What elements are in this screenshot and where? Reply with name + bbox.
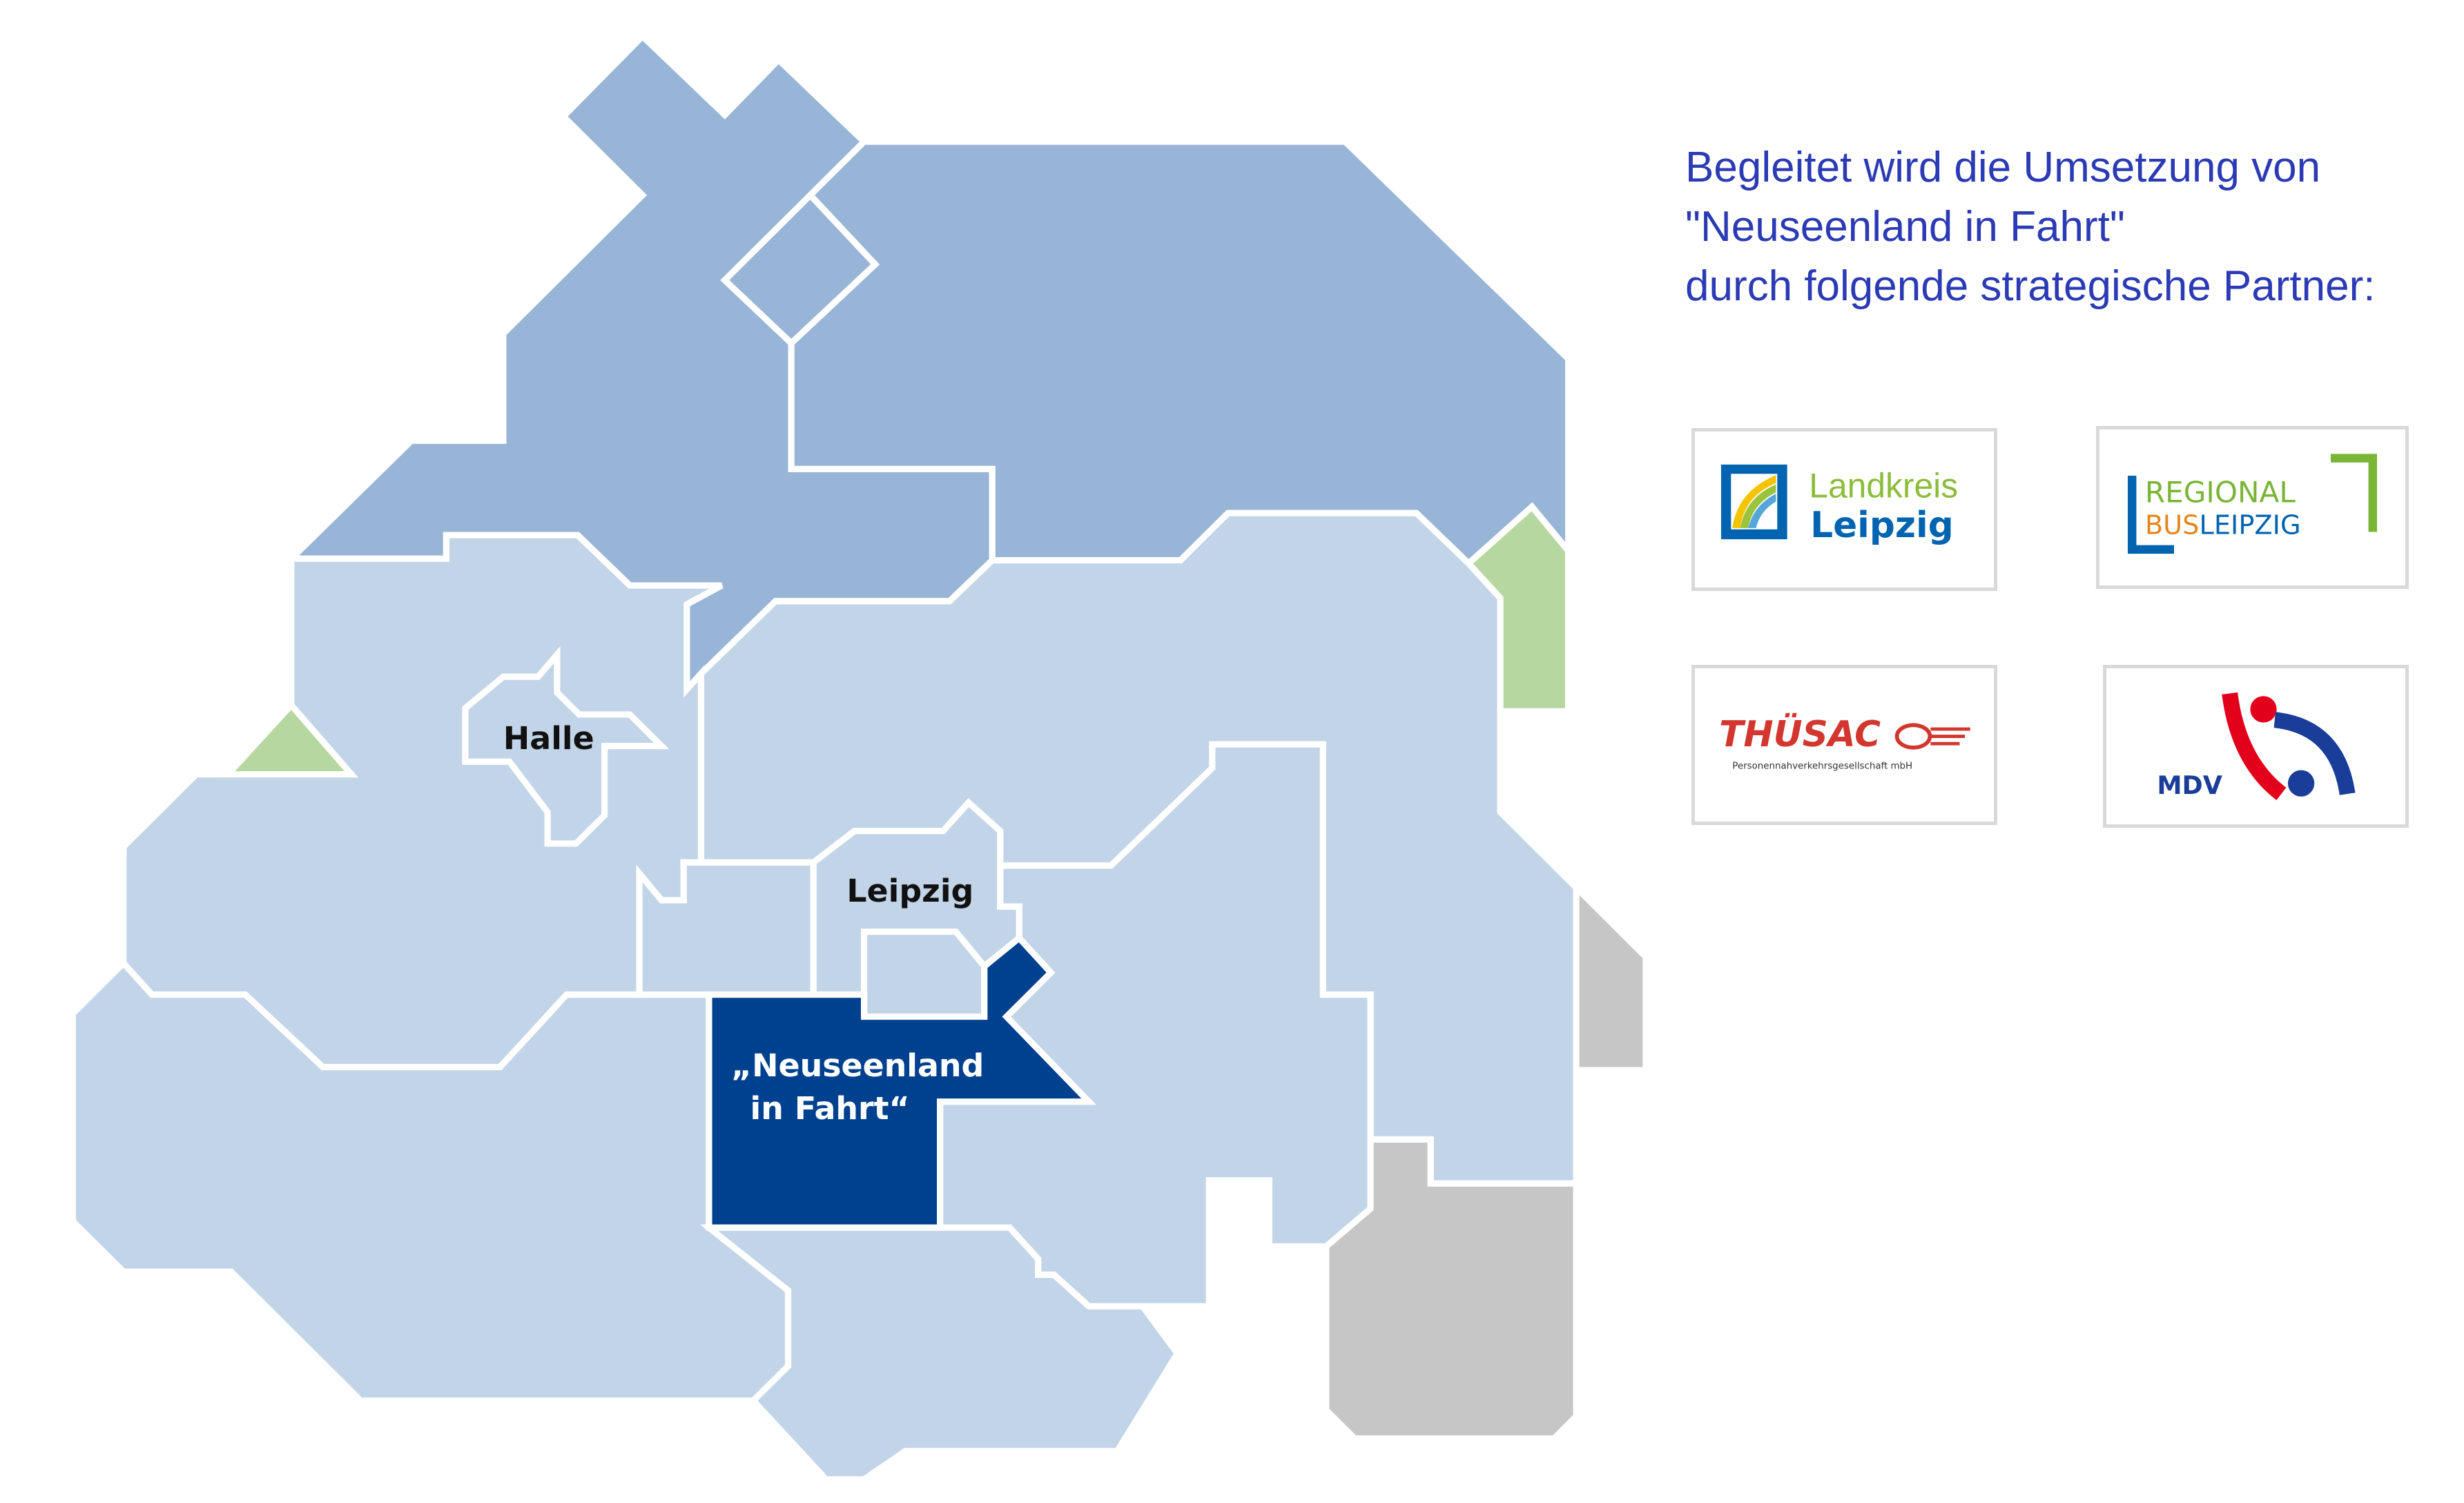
partner-thuesac[interactable]: THÜSAC Personennahverkehrsgesellschaft m…	[1691, 665, 1997, 825]
region-saalekreis[interactable]	[120, 532, 724, 1071]
region-green-east[interactable]	[1464, 502, 1572, 715]
thuesac-emblem-icon	[1894, 723, 1932, 750]
regional-word: REGIONAL	[2145, 475, 2296, 509]
intro-line-2: "Neuseenland in Fahrt"	[1685, 203, 2125, 251]
partner-regionalbus-leipzig[interactable]: REGIONAL BUSLEIPZIG	[2096, 426, 2409, 589]
landkreis-leipzig-logo: Landkreis Leipzig	[1720, 464, 1958, 546]
intro-line-1: Begleitet wird die Umsetzung von	[1685, 144, 2321, 191]
regionalbus-logo: REGIONAL BUSLEIPZIG	[2127, 454, 2378, 554]
mdv-logo: MDV	[2157, 692, 2356, 801]
region-north-enclave[interactable]	[720, 191, 880, 348]
partner-landkreis-leipzig[interactable]: Landkreis Leipzig	[1691, 428, 1997, 591]
region-halle[interactable]	[462, 646, 670, 847]
landkreis-word: Landkreis	[1809, 467, 1958, 505]
region-map: Halle Leipzig „Neuseenland in Fahrt“	[72, 36, 1649, 1483]
intro-line-3: durch folgende strategische Partner:	[1685, 262, 2376, 310]
region-neuseenland[interactable]	[706, 933, 1096, 1231]
region-green-west[interactable]	[220, 700, 358, 778]
region-leipzig-south[interactable]	[860, 928, 988, 1020]
region-south[interactable]	[699, 1224, 1181, 1483]
leipzig-word: Leipzig	[1810, 505, 1954, 546]
region-gray-south-east[interactable]	[1323, 1136, 1580, 1442]
label-halle: Halle	[503, 720, 594, 757]
busleipzig-word: BUSLEIPZIG	[2145, 510, 2301, 541]
label-neuseenland-line2: in Fahrt“	[750, 1090, 910, 1127]
region-gray-east[interactable]	[1573, 880, 1649, 1074]
thuesac-word: THÜSAC	[1719, 712, 1881, 755]
thuesac-logo: THÜSAC Personennahverkehrsgesellschaft m…	[1719, 712, 1970, 771]
mdv-red-dot-icon	[2250, 696, 2277, 723]
mdv-word: MDV	[2157, 770, 2222, 800]
intro-text: Begleitet wird die Umsetzung von "Neusee…	[1685, 138, 2452, 316]
thuesac-subtitle: Personennahverkehrsgesellschaft mbH	[1732, 761, 1912, 771]
label-neuseenland-line1: „Neuseenland	[731, 1047, 984, 1084]
partner-mdv[interactable]: MDV	[2103, 665, 2409, 828]
label-leipzig: Leipzig	[846, 873, 973, 909]
mdv-red-arc-icon	[2222, 692, 2287, 801]
mdv-blue-dot-icon	[2287, 770, 2315, 797]
mdv-blue-arc-icon	[2273, 712, 2356, 795]
